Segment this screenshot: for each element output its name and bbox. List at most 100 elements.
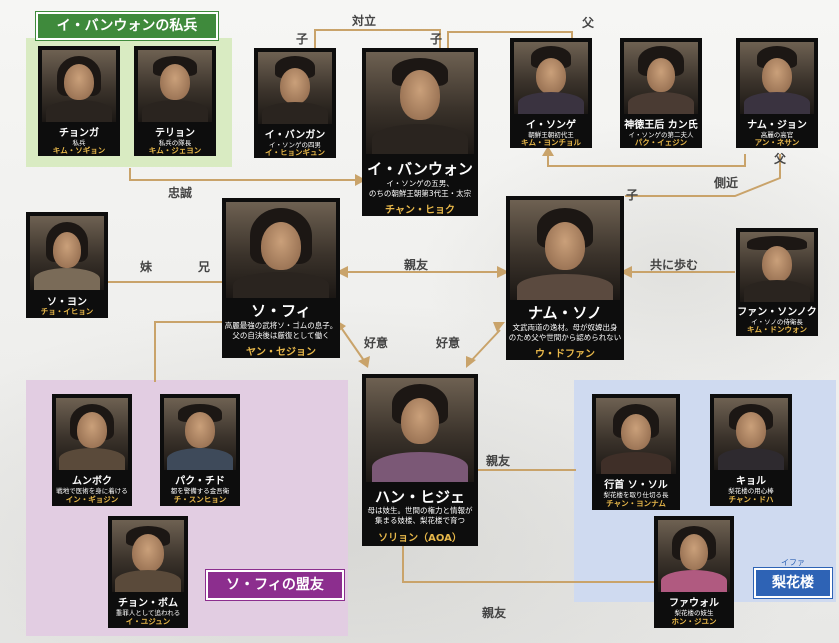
character-desc: 父の自決後は厳復として働く (232, 331, 330, 340)
character-desc: イ・ソンゲの第二夫人 (628, 131, 694, 139)
character-name: ムンボク (72, 476, 112, 487)
line-aide (547, 154, 746, 167)
character-desc: のため父や世間から認められない (508, 333, 622, 342)
line-favor-2 (469, 329, 501, 363)
line-loyalty (129, 168, 355, 181)
card-ibangwon[interactable]: イ・バンウォン イ・ソンゲの五男、 のちの朝鮮王朝第3代王・太宗 チャン・ヒョク (362, 48, 478, 216)
relation-label-bestfriend-3: 親友 (482, 606, 507, 620)
character-desc: 戦地で医術を身に着ける (56, 487, 128, 495)
character-desc: 高麗の高官 (760, 131, 794, 139)
card-sophie[interactable]: ソ・フィ 高麗最強の武将ソ・ゴムの息子。 父の自決後は厳復として働く ヤン・セジ… (222, 198, 340, 358)
character-name: キョル (736, 476, 766, 487)
group-label-sophie-allies: ソ・フィの盟友 (206, 570, 344, 600)
card-kangshi[interactable]: 神徳王后 カン氏 イ・ソンゲの第二夫人 パク・イェジン (620, 38, 702, 148)
actor-name: イ・ユジュン (125, 617, 171, 626)
actor-name: イン・ギョジン (65, 495, 119, 504)
relation-label-sister: 妹 (140, 260, 153, 274)
card-namsono[interactable]: ナム・ソノ 文武両道の逸材。母が奴婢出身 のため父や世間から認められない ウ・ド… (506, 196, 624, 360)
relation-label-father-2: 父 (774, 152, 787, 166)
character-name: パク・チド (175, 476, 225, 487)
actor-name: キム・ソギョン (52, 146, 106, 155)
actor-name: イ・ヒョンギュン (265, 148, 325, 157)
actor-name: チャン・ドハ (728, 495, 774, 504)
character-desc: 梨花楼の用心棒 (728, 487, 774, 495)
relation-label-oppose: 対立 (352, 14, 377, 28)
actor-name: ソリョン（AOA） (378, 533, 462, 544)
card-isonge[interactable]: イ・ソンゲ 朝鮮王朝初代王 キム・ヨンチョル (510, 38, 592, 148)
relation-label-aide: 側近 (714, 176, 739, 190)
character-name: ファン・ソンノク (737, 307, 817, 318)
group-label-ihwaru-ruby: イファ (781, 558, 805, 567)
line-allies (154, 321, 222, 382)
character-desc: 梨花楼を取り仕切る長 (603, 491, 669, 499)
actor-name: ウ・ドファン (535, 349, 595, 360)
card-chonbom[interactable]: チョン・ボム 重罪人として追われる イ・ユジュン (108, 516, 188, 628)
character-name: ナム・ジョン (747, 120, 807, 131)
relation-label-child-2: 子 (430, 32, 443, 46)
card-fansonnoku[interactable]: ファン・ソンノク イ・ソノの侍衛長 キム・ドンウォン (736, 228, 818, 336)
relation-label-child-1: 子 (296, 32, 309, 46)
relation-label-child-3: 子 (626, 188, 639, 202)
character-name: チョンガ (59, 128, 99, 139)
actor-name: キム・ドンウォン (747, 325, 807, 334)
relation-label-walk-together: 共に歩む (650, 258, 699, 272)
character-name: イ・バンウォン (367, 160, 473, 178)
relation-label-favor-1: 好意 (364, 336, 389, 350)
character-name: 行首 ソ・ソル (604, 480, 668, 491)
line-favor-1 (339, 325, 366, 363)
character-desc: 重罪人として追われる (115, 609, 181, 617)
relation-label-brother: 兄 (198, 260, 211, 274)
actor-name: キム・ジェヨン (148, 146, 202, 155)
card-pakuchido[interactable]: パク・チド 都を警備する金吾衛 チ・スンヒョン (160, 394, 240, 506)
character-desc: 朝鮮王朝初代王 (528, 131, 574, 139)
actor-name: チョ・イヒョン (40, 307, 94, 316)
card-hanhije[interactable]: ハン・ヒジェ 母は妓生。世間の権力と情報が 集まる妓楼、梨花楼で育つ ソリョン（… (362, 374, 478, 546)
character-desc: 私兵 (72, 139, 86, 147)
card-terion[interactable]: テリョン 私兵の隊長 キム・ジェヨン (134, 46, 216, 156)
relation-label-bestfriend-2: 親友 (486, 454, 511, 468)
character-name: ナム・ソノ (527, 304, 603, 322)
character-desc: 母は妓生。世間の権力と情報が (367, 506, 473, 515)
character-name: ソ・ヨン (47, 297, 87, 308)
actor-name: ホン・ジユン (671, 617, 717, 626)
relation-label-bestfriend-1: 親友 (404, 258, 429, 272)
line-child-namjeong (625, 154, 781, 197)
actor-name: チャン・ヨンナム (606, 499, 666, 508)
character-name: テリョン (155, 128, 195, 139)
character-name: イ・バンガン (264, 130, 326, 141)
relation-label-loyalty: 忠誠 (168, 186, 193, 200)
card-fawol[interactable]: ファウォル 梨花楼の妓生 ホン・ジユン (654, 516, 734, 628)
actor-name: パク・イェジン (634, 138, 688, 147)
relation-label-father-1: 父 (582, 16, 595, 30)
group-label-ihwaru: イファ梨花楼 (754, 558, 832, 598)
line-oppose (314, 29, 441, 48)
card-munbok[interactable]: ムンボク 戦地で医術を身に着ける イン・ギョジン (52, 394, 132, 506)
character-name: チョン・ボム (118, 598, 178, 609)
character-desc: 私兵の隊長 (158, 139, 192, 147)
character-desc: のちの朝鮮王朝第3代王・太宗 (368, 189, 472, 198)
actor-name: ヤン・セジョン (246, 347, 316, 358)
character-desc: 高麗最強の武将ソ・ゴムの息子。 (224, 321, 338, 330)
card-jeongga[interactable]: チョンガ 私兵 キム・ソギョン (38, 46, 120, 156)
character-desc: イ・ソンゲの四男 (269, 141, 321, 149)
character-desc: 集まる妓楼、梨花楼で育つ (375, 516, 465, 525)
line-bestfriend-3 (402, 546, 658, 583)
character-name: イ・ソンゲ (526, 120, 576, 131)
relation-label-favor-2: 好意 (436, 336, 461, 350)
character-desc: イ・ソンゲの五男、 (386, 179, 454, 188)
character-name: ソ・フィ (251, 302, 311, 320)
character-name: ハン・ヒジェ (374, 488, 465, 506)
card-ibangan[interactable]: イ・バンガン イ・ソンゲの四男 イ・ヒョンギュン (254, 48, 336, 158)
group-label-private-soldiers: イ・バンウォンの私兵 (36, 12, 218, 40)
actor-name: アン・ネサン (754, 138, 800, 147)
card-haengsu[interactable]: 行首 ソ・ソル 梨花楼を取り仕切る長 チャン・ヨンナム (592, 394, 680, 510)
card-kyoru[interactable]: キョル 梨花楼の用心棒 チャン・ドハ (710, 394, 792, 506)
character-desc: イ・ソノの侍衛長 (751, 318, 803, 326)
card-namjeong[interactable]: ナム・ジョン 高麗の高官 アン・ネサン (736, 38, 818, 148)
character-name: 神徳王后 カン氏 (624, 120, 698, 131)
actor-name: キム・ヨンチョル (521, 138, 581, 147)
actor-name: チ・スンヒョン (173, 495, 227, 504)
card-soyon[interactable]: ソ・ヨン チョ・イヒョン (26, 212, 108, 318)
character-name: ファウォル (669, 598, 719, 609)
